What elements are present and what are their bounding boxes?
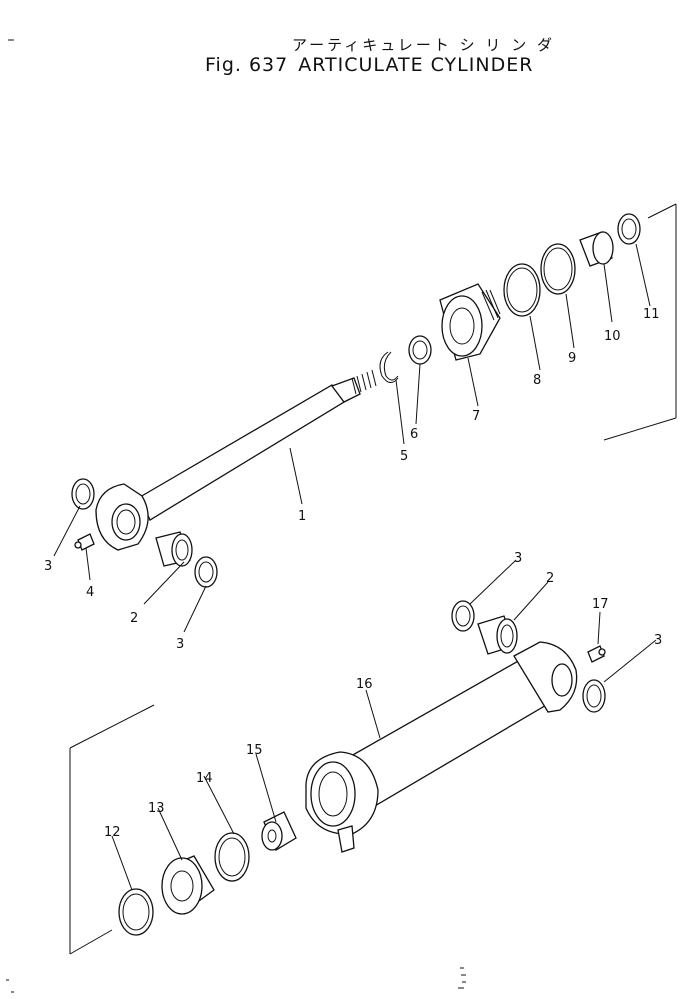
dust-seal-3 (451, 600, 475, 632)
callout-2: 2 (130, 611, 138, 626)
callout-5: 5 (400, 449, 408, 464)
callout-14: 14 (196, 771, 213, 786)
callout-11: 11 (643, 307, 660, 322)
rod-bushing (408, 335, 432, 365)
rod-seal (617, 213, 641, 245)
cylinder-head (439, 283, 501, 361)
callout-1: 1 (298, 509, 306, 524)
callout-12: 12 (104, 825, 121, 840)
callout-3-lower-b: 3 (654, 633, 662, 648)
backup-ring (503, 263, 541, 317)
callout-3-upper-b: 3 (176, 637, 184, 652)
figure-title-japanese: アーティキュレート シ リ ン ダ (292, 36, 555, 54)
leader-lines (53, 243, 657, 891)
grease-fitting-lower (587, 645, 606, 663)
snap-ring (379, 351, 399, 383)
lower-bracket-lines (69, 704, 155, 955)
callout-6: 6 (410, 427, 418, 442)
cylinder-tube (305, 641, 578, 853)
callout-16: 16 (356, 677, 373, 692)
callout-10: 10 (604, 329, 621, 344)
figure-title: Fig. 637 ARTICULATE CYLINDER (205, 54, 543, 76)
callout-7: 7 (472, 409, 480, 424)
o-ring (540, 243, 576, 295)
piston-rod-part (95, 369, 377, 551)
callout-13: 13 (148, 801, 165, 816)
dust-seal-1 (71, 478, 95, 510)
figure-title-english: ARTICULATE CYLINDER (298, 54, 534, 76)
callout-labels: 1 2 3 4 5 6 7 8 9 10 11 12 13 14 15 16 1… (44, 307, 662, 840)
callout-15: 15 (246, 743, 263, 758)
bottom-stray-marks (6, 967, 466, 993)
wear-ring (214, 832, 250, 882)
callout-3: 3 (44, 559, 52, 574)
figure-number: Fig. 637 (205, 54, 289, 76)
dust-seal-4 (582, 679, 606, 713)
bushing-lower (477, 615, 518, 655)
grease-fitting-upper (74, 533, 95, 551)
bushing-upper (155, 531, 193, 567)
piston-ring (118, 888, 154, 936)
head-bushing (579, 231, 614, 267)
callout-3-lower-a: 3 (514, 551, 522, 566)
callout-17: 17 (592, 597, 609, 612)
dust-seal-2 (194, 556, 218, 588)
callout-8: 8 (533, 373, 541, 388)
callout-9: 9 (568, 351, 576, 366)
piston (161, 855, 215, 915)
callout-2-lower: 2 (546, 571, 554, 586)
callout-4: 4 (86, 585, 94, 600)
upper-bracket-lines (603, 203, 677, 441)
piston-nut (261, 811, 297, 851)
